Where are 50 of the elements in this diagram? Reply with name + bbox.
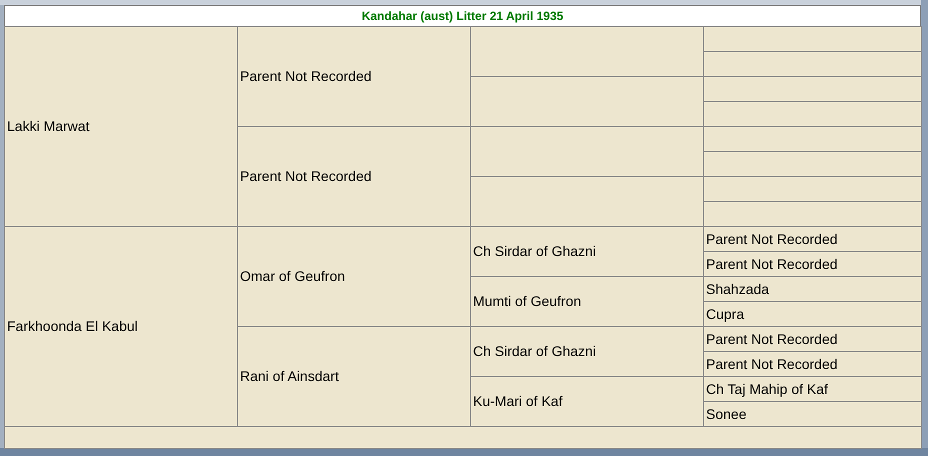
empty-footer-band [4, 426, 922, 449]
empty-pedigree-cell [703, 51, 922, 77]
empty-pedigree-cell [703, 201, 922, 227]
pedigree-cell [703, 276, 922, 302]
pedigree-cell [237, 26, 471, 127]
pedigree-cell [470, 376, 704, 427]
pedigree-title: Kandahar (aust) Litter 21 April 1935 [362, 9, 564, 23]
empty-pedigree-cell [703, 126, 922, 152]
empty-pedigree-cell [703, 176, 922, 202]
pedigree-cell [237, 126, 471, 227]
pedigree-cell [237, 326, 471, 427]
empty-pedigree-cell [470, 176, 704, 227]
ancestor-name: Shahzada [706, 280, 770, 298]
pedigree-cell [703, 326, 922, 352]
ancestor-name: Ch Taj Mahip of Kaf [706, 380, 828, 398]
ancestor-name: Ch Sirdar of Ghazni [473, 343, 596, 360]
ancestor-name: Parent Not Recorded [706, 356, 838, 372]
ancestor-name: Lakki Marwat [7, 118, 90, 135]
ancestor-name: Parent Not Recorded [706, 256, 838, 272]
ancestor-name: Sonee [706, 406, 746, 422]
pedigree-cell [703, 376, 922, 402]
pedigree-cell [4, 26, 238, 227]
pedigree-cell [703, 251, 922, 277]
pedigree-cell [703, 301, 922, 327]
empty-pedigree-cell [703, 76, 922, 102]
empty-pedigree-cell [470, 126, 704, 177]
ancestor-name: Parent Not Recorded [240, 168, 372, 185]
ancestor-name: Farkhoonda El Kabul [7, 318, 138, 335]
pedigree-cell [470, 326, 704, 377]
pedigree-cell [703, 351, 922, 377]
empty-pedigree-cell [470, 76, 704, 127]
ancestor-name: Ch Sirdar of Ghazni [473, 243, 596, 260]
ancestor-name: Mumti of Geufron [473, 293, 582, 310]
pedigree-cell [237, 226, 471, 327]
ancestor-name: Ku-Mari of Kaf [473, 393, 562, 410]
pedigree-cell [470, 276, 704, 327]
empty-pedigree-cell [703, 101, 922, 127]
ancestor-name: Parent Not Recorded [706, 230, 838, 248]
ancestor-name: Omar of Geufron [240, 268, 346, 285]
ancestor-name: Cupra [706, 306, 744, 322]
pedigree-cell [703, 401, 922, 427]
pedigree-cell [4, 226, 238, 427]
ancestor-name: Rani of Ainsdart [240, 368, 339, 385]
ancestor-name: Parent Not Recorded [240, 68, 372, 85]
ancestor-name: Parent Not Recorded [706, 330, 838, 348]
pedigree-cell [703, 226, 922, 252]
empty-pedigree-cell [703, 151, 922, 177]
empty-pedigree-cell [470, 26, 704, 77]
empty-pedigree-cell [703, 26, 922, 52]
pedigree-cell [470, 226, 704, 277]
